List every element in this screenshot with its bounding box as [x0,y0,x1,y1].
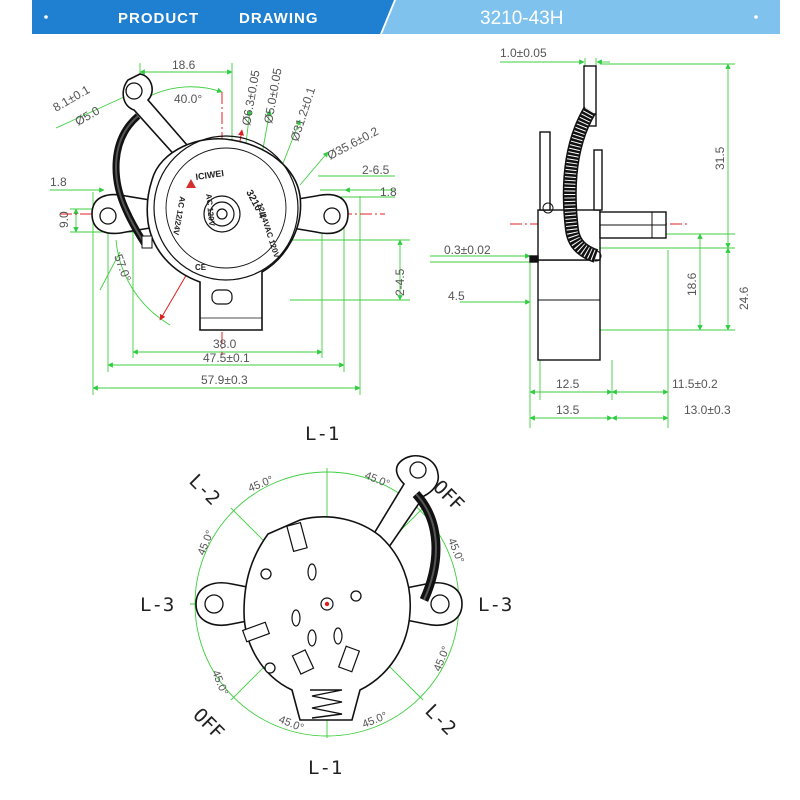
dim-47-5: 47.5±0.1 [203,351,250,365]
dim-13-5: 13.5 [556,403,580,417]
dim-9-0: 9.0 [57,211,71,228]
banner-drawing-label: DRAWING [239,10,319,27]
banner-dot-right [754,15,758,19]
banner-model-label: 3210-43H [480,8,563,29]
dim-4-5: 4.5 [448,289,465,303]
angle-label-8: 45.0° [361,710,389,731]
front-view: ICIWEI 3210 4 AC 12/24V AC 120V 12/24VAC… [50,58,410,395]
dim-18-6: 18.6 [172,58,196,72]
position-top: L-1 [305,423,339,445]
angle-label-6: 45.0° [432,645,453,673]
brand-mark: ICIWEI [195,168,225,182]
position-left: L-3 [140,594,174,616]
dim-12-5: 12.5 [556,377,580,391]
rating-mark-2: AC 120V [204,193,216,227]
dim-11-5: 11.5±0.2 [672,377,718,391]
position-bottom-right: L-2 [420,700,460,740]
dim-0-3: 0.3±0.02 [444,243,491,257]
dim-57-deg: 57.0° [111,252,134,283]
dim-phi-5-0: Ø5.0±0.05 [261,67,285,125]
dim-13-0: 13.0±0.3 [684,403,731,417]
dim-18-6-side: 18.6 [685,272,699,296]
position-right: L-3 [478,594,512,616]
angle-label-4: 45.0° [445,537,466,565]
dim-1-0: 1.0±0.05 [500,46,547,60]
side-view: 1.0±0.05 31.5 0.3±0.02 18.6 24.6 4.5 12.… [430,46,751,428]
angle-label-3: 45.0° [196,529,217,557]
dim-24-6: 24.6 [737,286,751,310]
dim-57-9: 57.9±0.3 [201,373,248,387]
dim-1-8-left: 1.8 [50,175,67,189]
banner-dot-left [44,15,48,19]
dim-2-6-5: 2-6.5 [362,163,390,177]
dim-phi-31-2: Ø31.2±0.1 [288,85,319,143]
angle-label-2: 45.0° [363,470,391,491]
dim-phi-6-3: Ø6.3±0.05 [239,69,263,127]
spring [310,689,343,719]
bottom-view: L-1 L-2 OFF L-3 L-3 OFF L-2 L-1 45.0° 45… [140,423,512,779]
dim-40-deg: 40.0° [174,92,202,106]
angle-label-5: 45.0° [209,669,230,697]
dim-38-0: 38.0 [213,337,237,351]
dim-2-4-5: 2-4.5 [393,268,407,296]
banner-dark-band [32,0,394,34]
angle-label-1: 45.0° [247,474,275,495]
ce-mark: CE [195,263,207,272]
position-bottom: L-1 [308,757,342,779]
dim-1-8-right: 1.8 [380,185,397,199]
header-banner: PRODUCT DRAWING 3210-43H [32,0,780,34]
position-top-left: L-2 [184,470,224,510]
banner-light-band [382,0,780,34]
dim-phi-5: Ø5.0 [73,103,103,128]
position-bottom-left: OFF [188,704,228,744]
banner-product-label: PRODUCT [118,10,199,27]
dim-phi-35-6: Ø35.6±0.2 [325,124,381,163]
dim-31-5: 31.5 [713,146,727,170]
warning-triangle-icon [186,179,196,188]
